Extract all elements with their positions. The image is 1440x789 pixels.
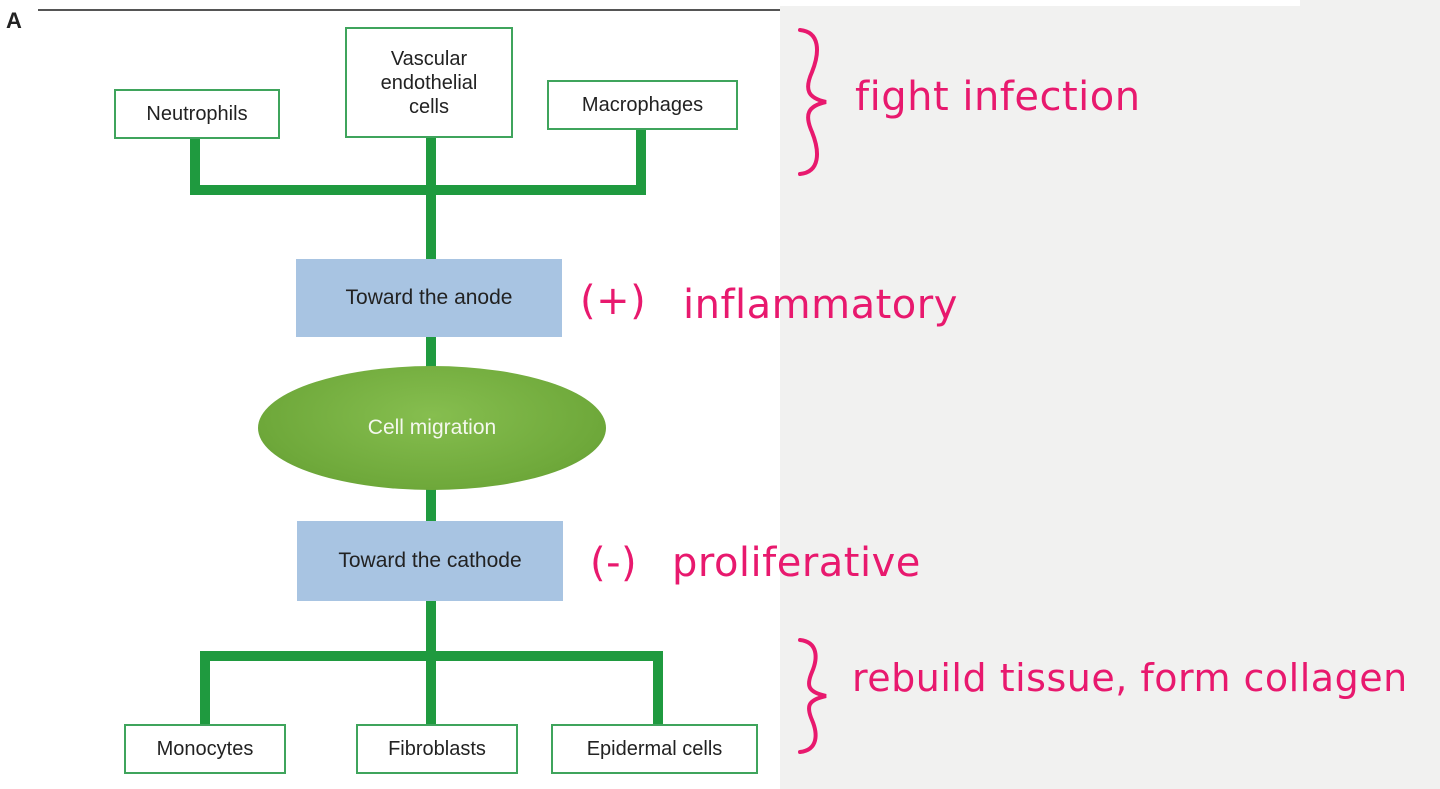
macrophages-box: Macrophages (547, 80, 738, 130)
toward-anode-label: Toward the anode (345, 286, 513, 309)
macrophages-label: Macrophages (581, 94, 704, 116)
top-curly-brace (798, 28, 827, 176)
cell-migration-ellipse: Cell migration (258, 366, 606, 490)
epidermal-cells-label: Epidermal cells (586, 738, 723, 760)
connector-lines (190, 128, 663, 726)
bottom-curly-brace (798, 638, 827, 754)
vascular-endothelial-cells-box: Vascular endothelial cells (345, 27, 513, 138)
neutrophils-label: Neutrophils (146, 103, 248, 125)
toward-cathode-box: Toward the cathode (297, 521, 563, 601)
fibroblasts-box: Fibroblasts (356, 724, 518, 774)
monocytes-box: Monocytes (124, 724, 286, 774)
epidermal-cells-box: Epidermal cells (551, 724, 758, 774)
monocytes-label: Monocytes (156, 738, 254, 760)
annotation-anode-sign: (+) (580, 278, 647, 324)
top-strip (780, 0, 1300, 6)
annotation-inflammatory: inflammatory (683, 282, 958, 328)
top-rule (38, 9, 780, 11)
annotation-fight-infection: fight infection (855, 74, 1141, 120)
toward-anode-box: Toward the anode (296, 259, 562, 337)
endothelial-label-line-2: endothelial (380, 71, 478, 94)
endothelial-label-line-1: Vascular (390, 47, 468, 70)
endothelial-label-line-3: cells (408, 95, 449, 118)
annotation-cathode-sign: (-) (590, 540, 638, 586)
cell-migration-label: Cell migration (367, 416, 497, 439)
annotation-proliferative: proliferative (672, 540, 921, 586)
toward-cathode-label: Toward the cathode (338, 549, 522, 572)
panel-label: A (6, 8, 22, 33)
annotation-rebuild-tissue: rebuild tissue, form collagen (852, 656, 1408, 700)
fibroblasts-label: Fibroblasts (388, 738, 486, 760)
neutrophils-box: Neutrophils (114, 89, 280, 139)
